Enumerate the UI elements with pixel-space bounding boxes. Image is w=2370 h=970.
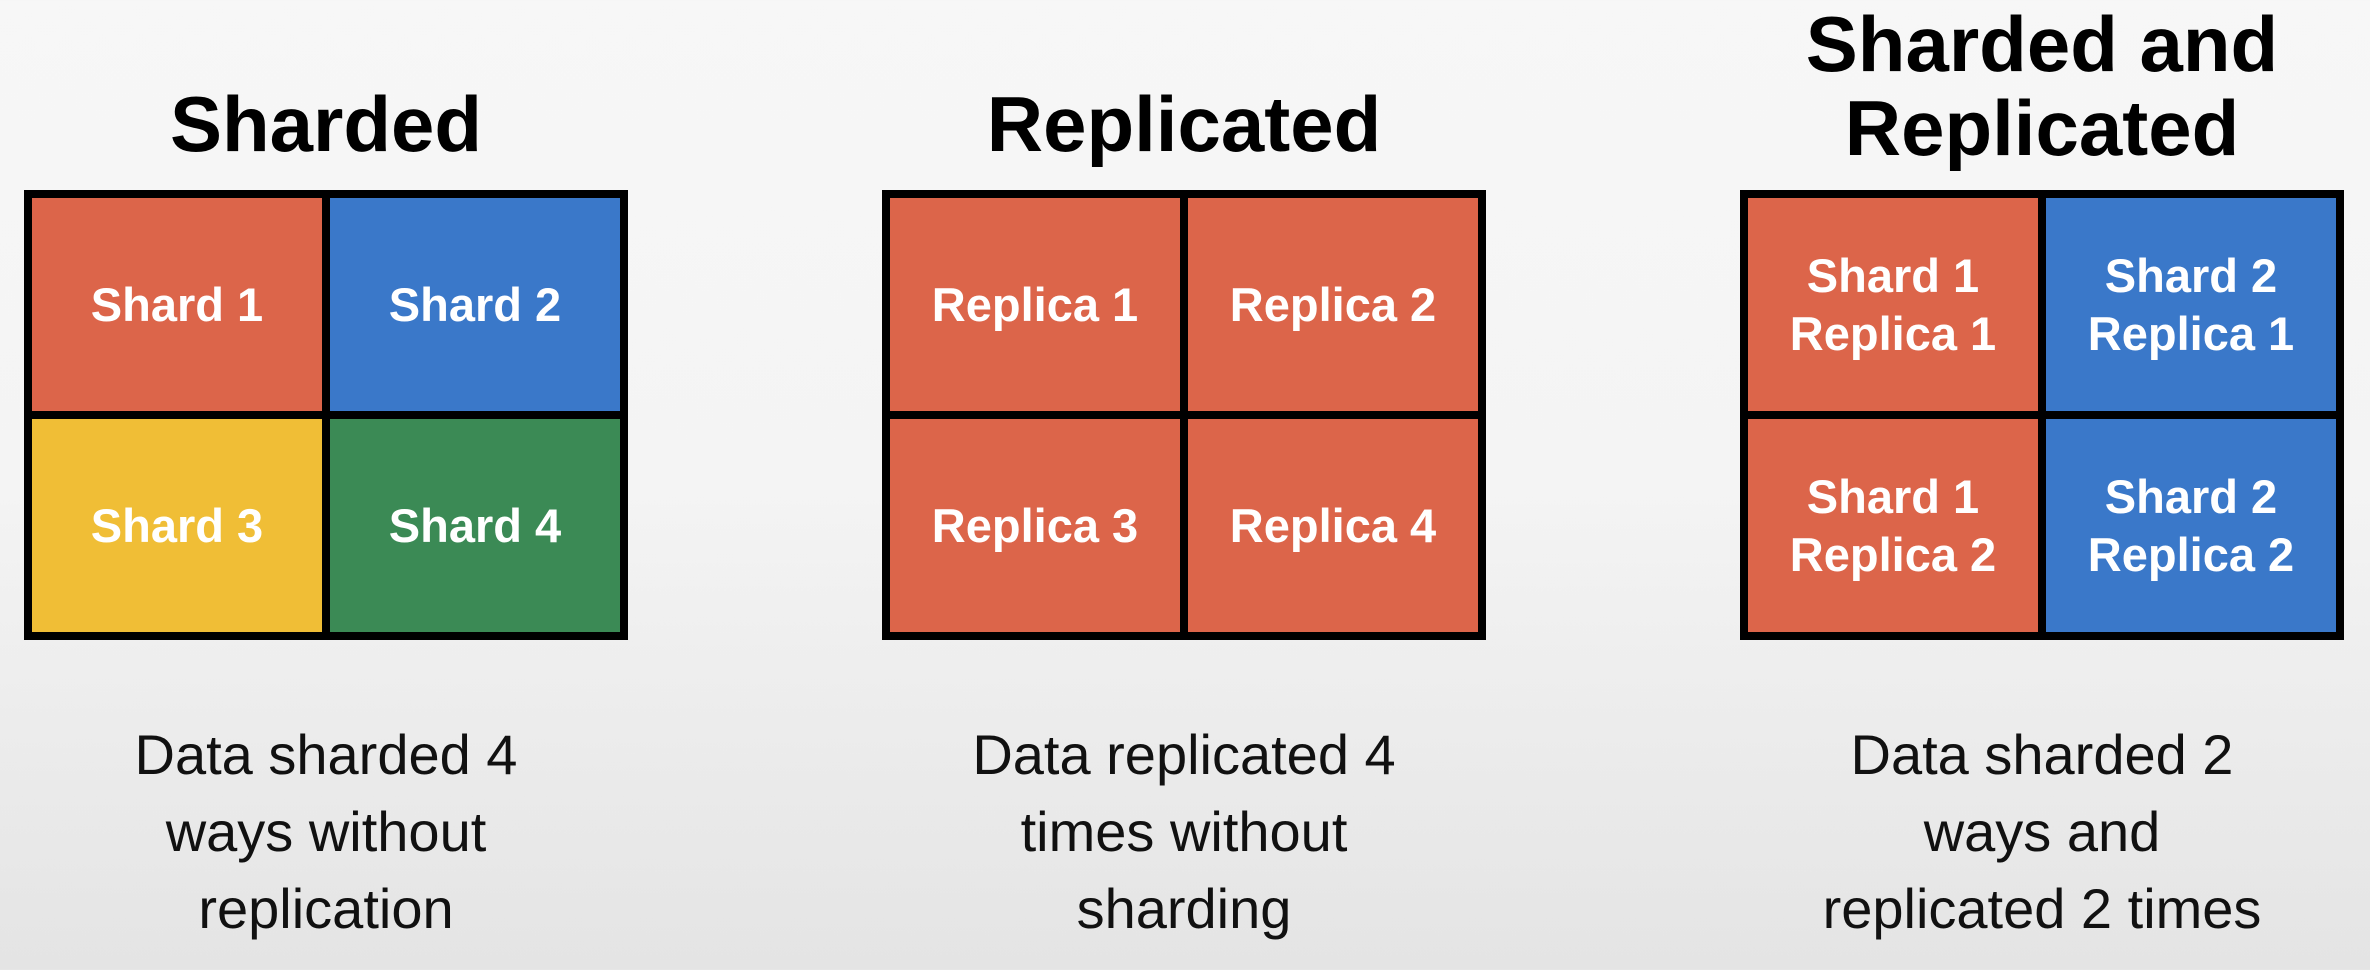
panel-title: Sharded and Replicated	[1805, 0, 2279, 172]
grid-cell-replica-4: Replica 4	[1188, 419, 1478, 632]
grid-cell-shard-2-replica-1: Shard 2 Replica 1	[2046, 198, 2336, 411]
replica-grid: Replica 1 Replica 2 Replica 3 Replica 4	[882, 190, 1486, 640]
grid-cell-replica-3: Replica 3	[890, 419, 1180, 632]
grid-cell-shard-1-replica-1: Shard 1 Replica 1	[1748, 198, 2038, 411]
grid-cell-shard-2-replica-2: Shard 2 Replica 2	[2046, 419, 2336, 632]
grid-cell-shard-1: Shard 1	[32, 198, 322, 411]
panel-caption: Data sharded 4 ways without replication	[134, 723, 518, 940]
grid-cell-replica-1: Replica 1	[890, 198, 1180, 411]
panel-title: Sharded	[169, 80, 483, 168]
grid-cell-shard-4: Shard 4	[330, 419, 620, 632]
grid-cell-shard-1-replica-2: Shard 1 Replica 2	[1748, 419, 2038, 632]
panel-sharded: Sharded Shard 1 Shard 2 Shard 3 Shard 4 …	[24, 0, 628, 970]
shard-replica-grid: Shard 1 Replica 1 Shard 2 Replica 1 Shar…	[1740, 190, 2344, 640]
grid-cell-replica-2: Replica 2	[1188, 198, 1478, 411]
panel-caption: Data replicated 4 times without sharding	[972, 723, 1396, 940]
panel-sharded-and-replicated: Sharded and Replicated Shard 1 Replica 1…	[1740, 0, 2344, 970]
grid-cell-shard-2: Shard 2	[330, 198, 620, 411]
shard-grid: Shard 1 Shard 2 Shard 3 Shard 4	[24, 190, 628, 640]
panel-replicated: Replicated Replica 1 Replica 2 Replica 3…	[882, 0, 1486, 970]
grid-cell-shard-3: Shard 3	[32, 419, 322, 632]
panel-title: Replicated	[986, 80, 1382, 168]
panel-caption: Data sharded 2 ways and replicated 2 tim…	[1822, 723, 2262, 940]
